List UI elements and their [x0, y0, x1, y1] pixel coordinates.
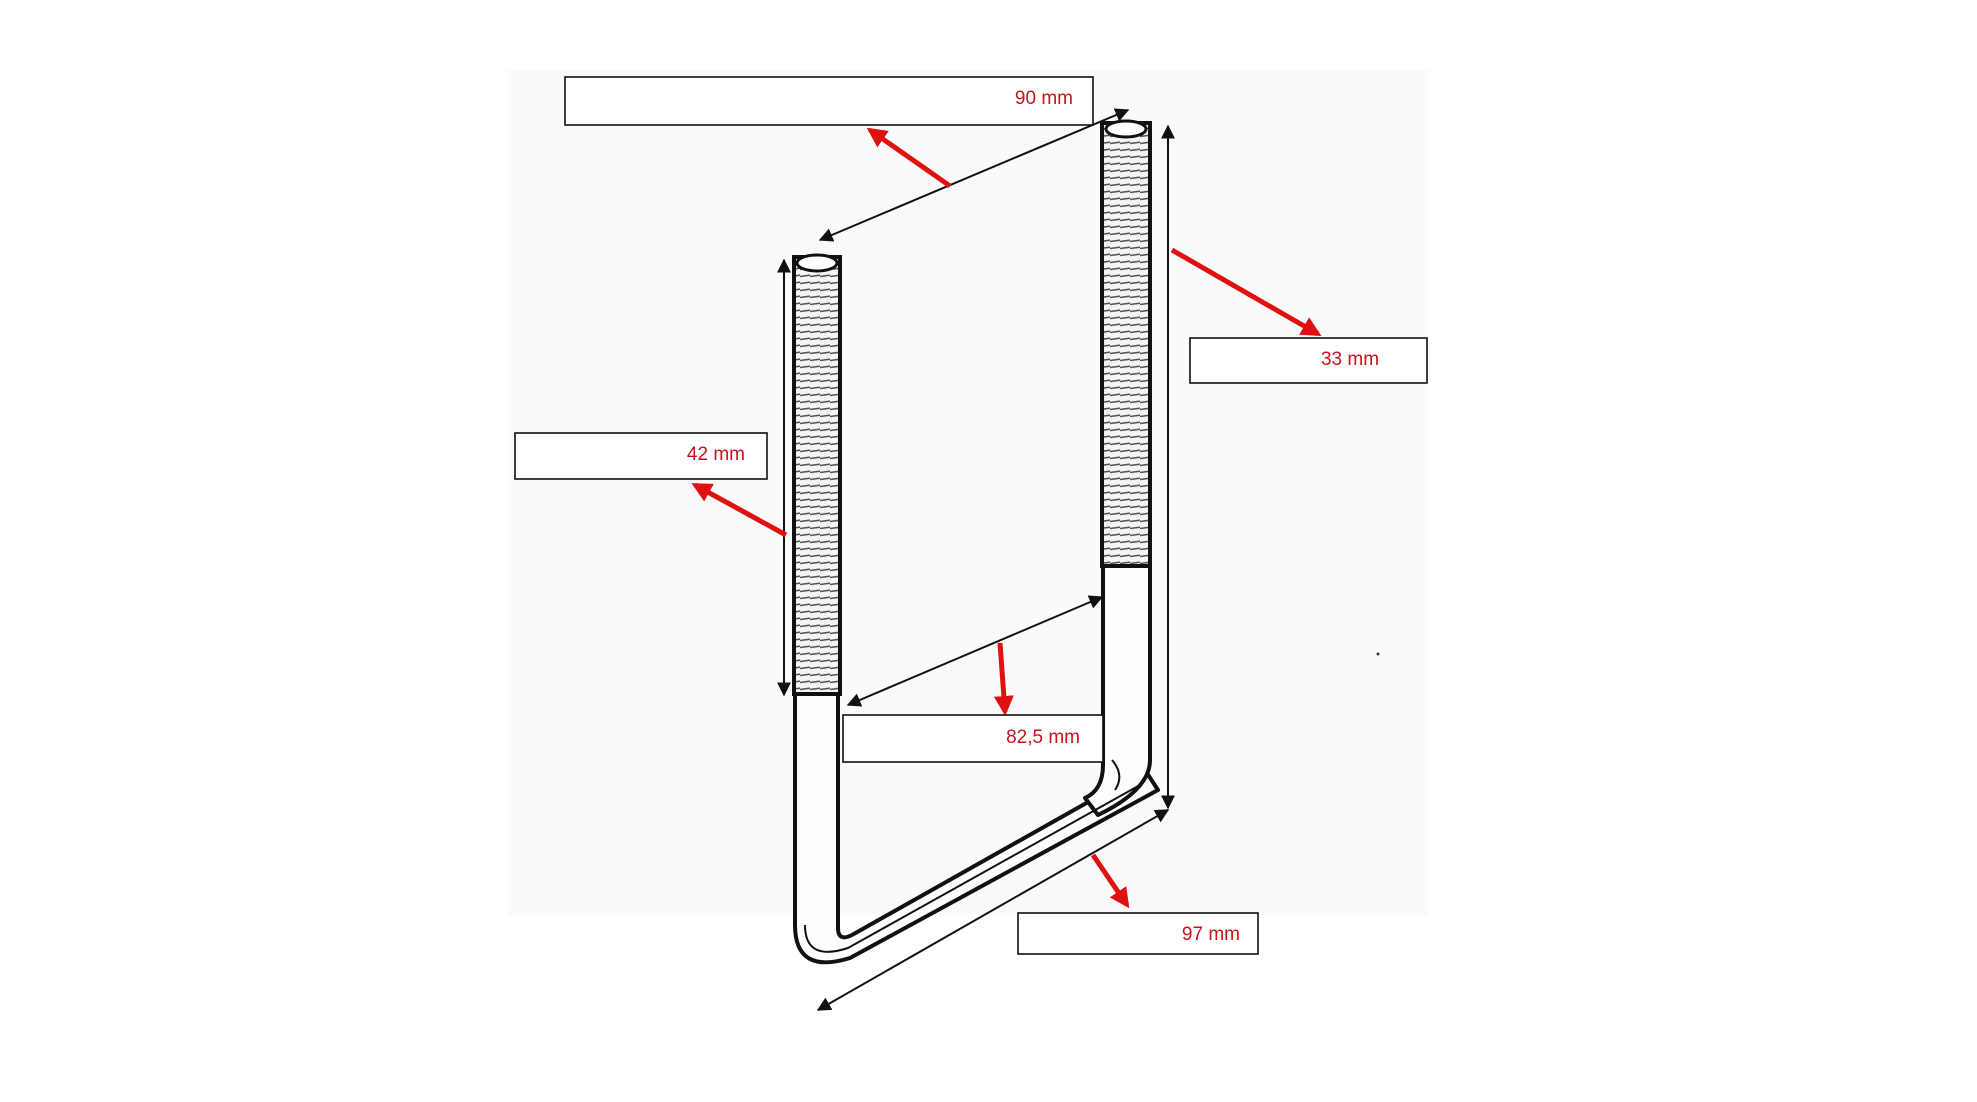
label-left-height-text: 42 mm — [687, 444, 745, 465]
label-inner-width-text: 82,5 mm — [1006, 727, 1080, 748]
dim-bottom-width — [816, 809, 1170, 1011]
u-bolt-highlight-right — [1111, 759, 1121, 791]
label-right-height: 33 mm — [1189, 337, 1428, 384]
dimension-lines — [777, 108, 1175, 1011]
right-thread — [1100, 121, 1152, 568]
label-bottom-width-text: 97 mm — [1182, 924, 1240, 945]
label-inner-width: 82,5 mm — [842, 714, 1104, 763]
leader-right-height — [1170, 247, 1322, 337]
leader-inner-width — [993, 642, 1014, 716]
label-top-width-text: 90 mm — [1015, 88, 1073, 109]
stray-dot — [1376, 652, 1380, 656]
label-bottom-width: 97 mm — [1017, 912, 1259, 955]
left-thread-end — [795, 253, 839, 273]
leader-top-width — [866, 127, 952, 189]
right-thread-end — [1104, 119, 1148, 139]
label-left-height: 42 mm — [514, 432, 768, 480]
left-thread — [792, 255, 842, 696]
leader-bottom-width — [1090, 853, 1130, 909]
leader-left-height — [691, 482, 788, 538]
dim-top-width — [818, 108, 1130, 242]
dim-inner-width — [846, 595, 1104, 707]
label-right-height-text: 33 mm — [1321, 349, 1379, 370]
label-top-width: 90 mm — [564, 76, 1094, 126]
drawing-background — [508, 70, 1428, 915]
leader-arrows — [691, 127, 1322, 909]
